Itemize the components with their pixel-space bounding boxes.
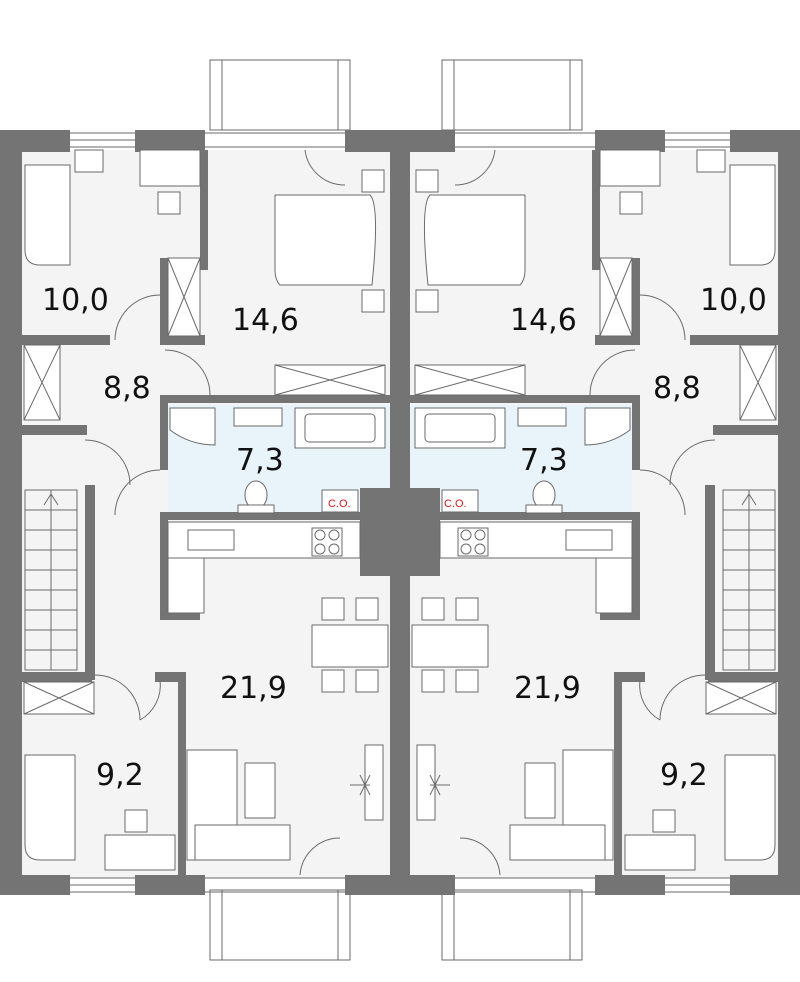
area-label: 10,0 [700, 283, 767, 318]
unit-right [400, 130, 800, 895]
area-label: 8,8 [653, 371, 701, 406]
area-label: 10,0 [42, 283, 109, 318]
boiler-label: C.O. [328, 498, 351, 510]
area-label: 7,3 [236, 443, 284, 478]
boiler-label: C.O. [444, 498, 467, 510]
walls [0, 130, 400, 895]
area-label: 14,6 [232, 303, 299, 338]
room-labels-right: 10,0 14,6 8,8 7,3 21,9 9,2 C.O. [444, 283, 767, 793]
room-labels: 10,0 14,6 8,8 7,3 21,9 9,2 [42, 283, 299, 793]
stairs [24, 489, 78, 671]
fixtures: C.O. [23, 149, 389, 871]
area-label: 21,9 [220, 671, 287, 706]
area-label: 21,9 [514, 671, 581, 706]
area-label: 9,2 [660, 758, 708, 793]
area-label: 8,8 [103, 371, 151, 406]
door-swings [84, 149, 346, 876]
area-label: 9,2 [96, 758, 144, 793]
windows [70, 132, 345, 893]
area-label: 14,6 [510, 303, 577, 338]
balconies [209, 59, 583, 961]
area-label: 7,3 [520, 443, 568, 478]
unit-left: C.O. [0, 130, 400, 895]
